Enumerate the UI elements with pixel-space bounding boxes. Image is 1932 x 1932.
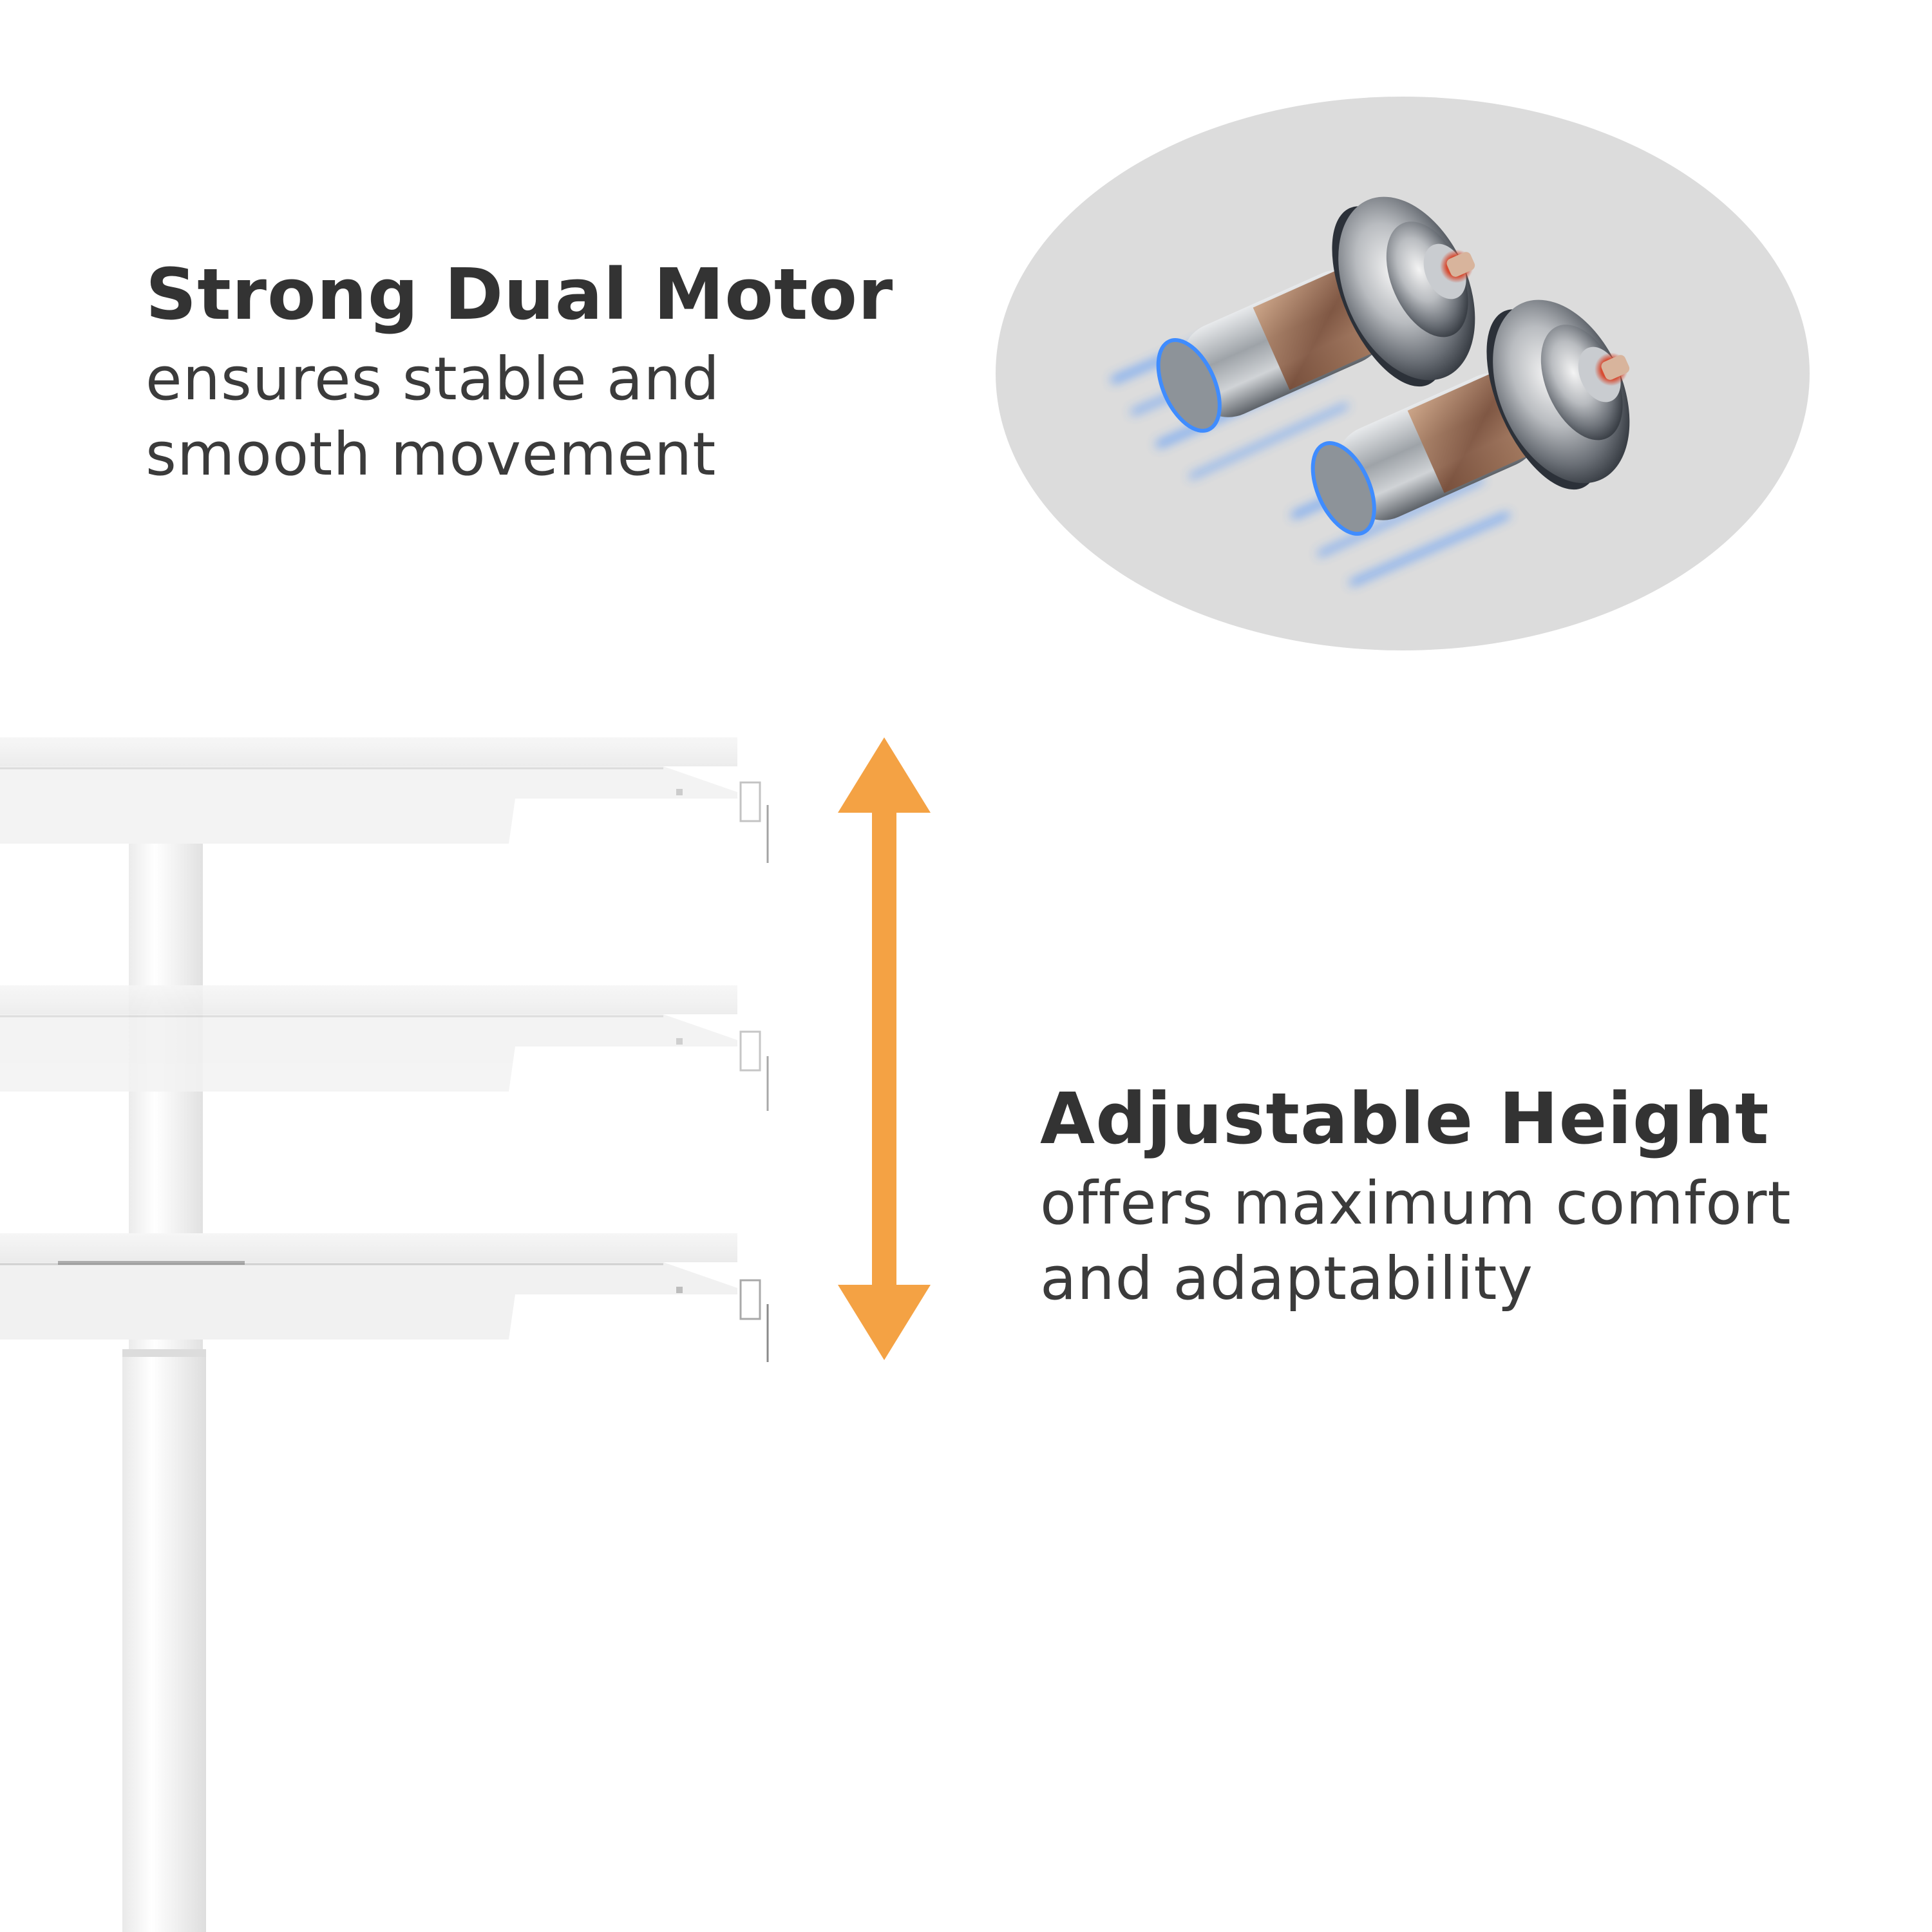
feature-height-description: offers maximum comfort and adaptability	[1040, 1166, 1792, 1318]
desk-top-low	[0, 1233, 769, 1362]
desk-top-middle	[0, 985, 769, 1111]
double-vertical-arrow-icon	[838, 737, 931, 1360]
feature-motor-desc-line-2: smooth movement	[146, 420, 717, 489]
feature-motor: Strong Dual Motor ensures stable and smo…	[146, 253, 894, 493]
feature-height-title: Adjustable Height	[1040, 1077, 1770, 1160]
desk-leg-lower	[122, 1352, 206, 1932]
feature-height: Adjustable Height offers maximum comfort…	[1040, 1077, 1792, 1318]
feature-motor-title: Strong Dual Motor	[146, 253, 894, 336]
motor-backdrop	[996, 97, 1810, 650]
motor-2	[1311, 299, 1630, 536]
feature-height-desc-line-2: and adaptability	[1040, 1244, 1533, 1314]
desk-leg-upper	[129, 844, 203, 1359]
motor-1	[1156, 196, 1475, 433]
feature-height-desc-line-1: offers maximum comfort	[1040, 1168, 1792, 1238]
desk-top-high	[0, 737, 769, 863]
feature-motor-description: ensures stable and smooth movement	[146, 341, 893, 493]
motion-streaks	[1111, 299, 1510, 586]
feature-motor-desc-line-1: ensures stable and	[146, 344, 720, 413]
